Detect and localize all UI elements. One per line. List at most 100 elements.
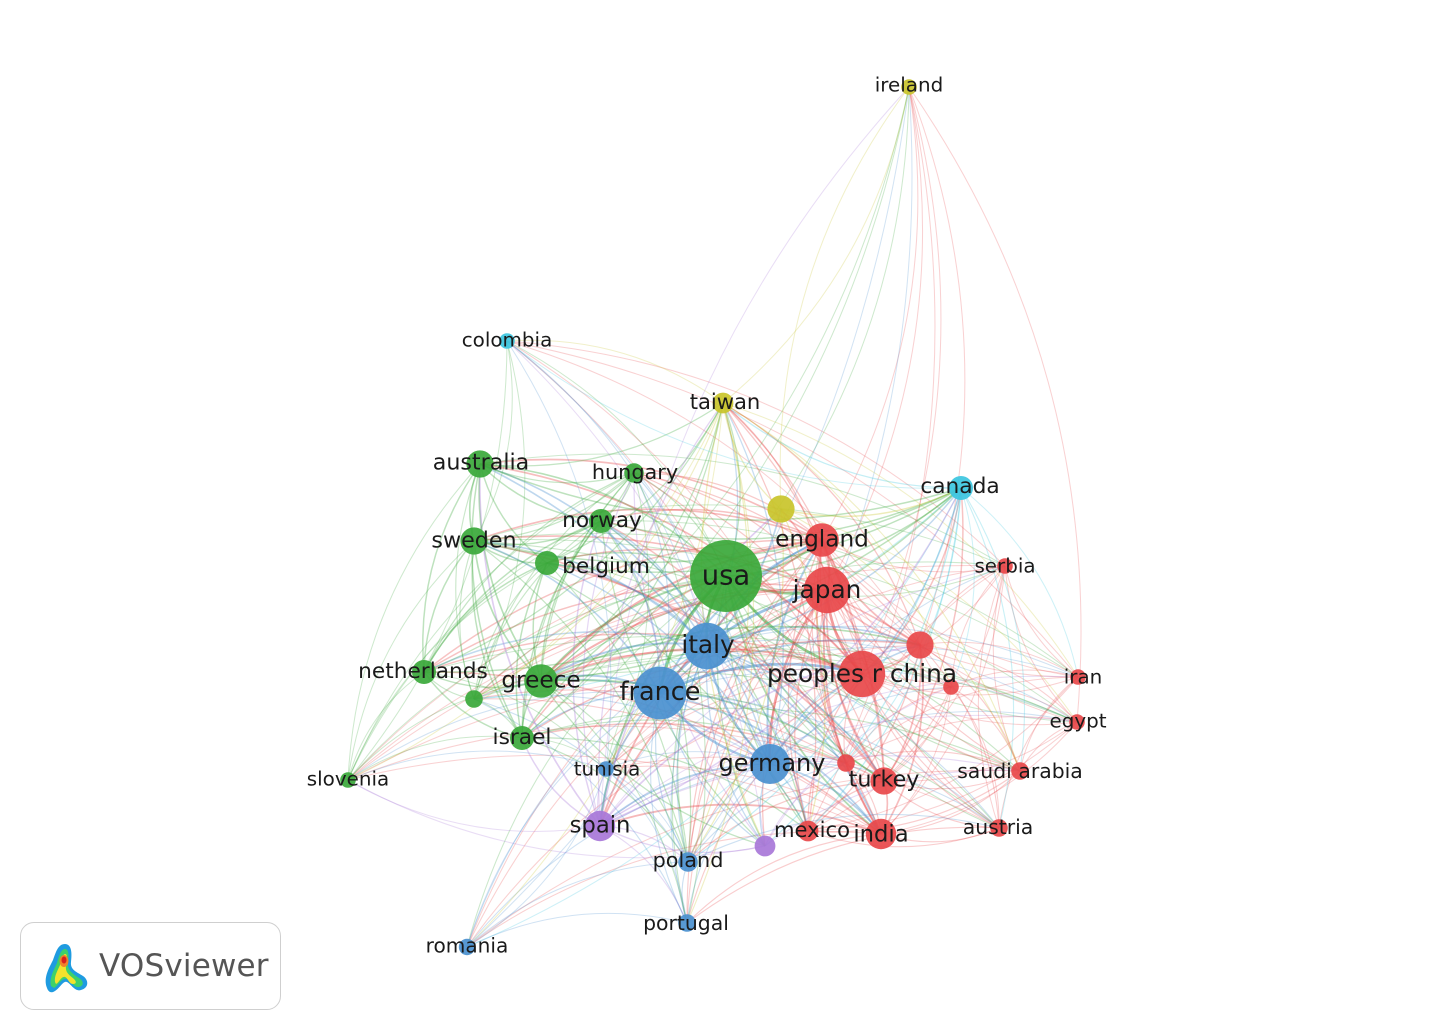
link-norway-canada [600, 487, 962, 540]
node-spain[interactable] [584, 810, 616, 842]
node-sweden[interactable] [460, 527, 488, 555]
link-turkey-egypt [883, 721, 1078, 782]
link-iran-colombia [506, 340, 1079, 678]
node-germany[interactable] [750, 744, 790, 784]
link-saudi_arabia-spain [599, 755, 1021, 827]
link-poland-unlabeled_yellow_1 [687, 508, 784, 863]
link-hungary-greece [540, 472, 635, 682]
node-iran[interactable] [1070, 669, 1086, 685]
link-greece-slovenia [347, 680, 542, 781]
link-israel-taiwan [521, 402, 724, 739]
link-romania-ireland [466, 86, 910, 948]
link-turkey-serbia [883, 565, 1006, 782]
node-mexico[interactable] [797, 820, 819, 842]
node-netherlands[interactable] [412, 660, 436, 684]
link-unlabeled_red_2-unlabeled_purple_1 [764, 686, 952, 847]
link-england-poland [687, 539, 823, 863]
link-peoples_r_china-egypt [861, 673, 1078, 726]
link-belgium-unlabeled_green_1 [473, 562, 548, 700]
link-austria-portugal [686, 826, 1000, 924]
link-iran-taiwan [722, 402, 1079, 678]
link-unlabeled_red_2-unlabeled_red_3 [845, 686, 952, 764]
node-greece[interactable] [524, 664, 558, 698]
link-norway-spain [572, 520, 602, 827]
node-peoples-r-china[interactable] [838, 650, 886, 698]
node-australia[interactable] [466, 450, 494, 478]
link-slovenia-unlabeled_purple_1 [347, 779, 766, 859]
label-peoples-r-china: peoples r china [767, 659, 957, 688]
link-poland-unlabeled_green_1 [473, 698, 689, 863]
link-serbia-slovenia [347, 564, 1006, 781]
node-slovenia[interactable] [340, 772, 356, 788]
label-greece: greece [501, 667, 580, 694]
label-germany: germany [719, 749, 826, 777]
node-unlabeled-purple-1[interactable] [754, 835, 776, 857]
node-italy[interactable] [683, 622, 731, 670]
node-austria[interactable] [990, 819, 1008, 837]
link-netherlands-israel [423, 671, 523, 739]
link-italy-australia [479, 463, 708, 647]
link-belgium-canada [546, 487, 962, 573]
node-belgium[interactable] [535, 551, 559, 575]
node-ireland[interactable] [901, 79, 917, 95]
node-unlabeled-green-1[interactable] [465, 690, 483, 708]
link-england-serbia [821, 539, 1006, 573]
link-serbia-greece [540, 561, 1006, 682]
node-saudi-arabia[interactable] [1011, 762, 1029, 780]
link-australia-spain [478, 463, 601, 827]
link-slovenia-spain [347, 779, 601, 833]
node-romania[interactable] [458, 938, 476, 956]
link-england-israel [521, 539, 823, 739]
link-egypt-greece [540, 650, 1078, 723]
node-unlabeled-red-1[interactable] [906, 631, 934, 659]
node-colombia[interactable] [499, 333, 515, 349]
node-france[interactable] [633, 666, 687, 720]
link-japan-unlabeled_purple_1 [761, 589, 828, 847]
link-taiwan-colombia [506, 339, 724, 404]
label-france: france [620, 677, 701, 707]
node-india[interactable] [865, 818, 897, 850]
node-unlabeled-red-3[interactable] [837, 754, 855, 772]
link-egypt-ireland [908, 86, 1082, 723]
node-norway[interactable] [589, 509, 613, 533]
link-mexico-unlabeled_yellow_1 [780, 508, 826, 832]
node-poland[interactable] [678, 852, 698, 872]
link-usa-unlabeled_purple_1 [716, 575, 766, 847]
link-mexico-canada [807, 487, 962, 832]
node-japan[interactable] [803, 566, 851, 614]
link-japan-ireland [826, 86, 924, 591]
label-spain: spain [570, 813, 631, 839]
label-israel: israel [493, 725, 552, 750]
node-israel[interactable] [510, 726, 534, 750]
node-serbia[interactable] [997, 558, 1013, 574]
node-usa[interactable] [690, 540, 762, 612]
link-japan-romania [466, 589, 828, 948]
node-unlabeled-yellow-1[interactable] [767, 495, 795, 523]
vosviewer-name: VOSviewer [99, 948, 269, 984]
link-austria-tunisia [605, 756, 1000, 829]
link-iran-austria [998, 676, 1079, 829]
node-hungary[interactable] [624, 463, 644, 483]
link-germany-canada [769, 487, 962, 765]
node-egypt[interactable] [1069, 714, 1085, 730]
node-portugal[interactable] [678, 914, 696, 932]
link-portugal-greece [540, 680, 688, 924]
node-unlabeled-red-2[interactable] [943, 679, 959, 695]
link-unlabeled_red_1-colombia [506, 340, 921, 646]
node-turkey[interactable] [870, 767, 898, 795]
link-france-portugal [650, 692, 688, 924]
link-turkey-greece [540, 679, 885, 782]
link-peoples_r_china-canada [861, 487, 962, 675]
link-egypt-italy [706, 639, 1078, 723]
link-saudi_arabia-unlabeled_red_2 [950, 686, 1021, 772]
link-serbia-spain [599, 565, 1006, 827]
link-mexico-italy [706, 645, 809, 832]
link-portugal-taiwan [686, 402, 755, 924]
link-iran-france [659, 646, 1079, 694]
node-canada[interactable] [949, 476, 973, 500]
node-taiwan[interactable] [712, 392, 734, 414]
node-england[interactable] [805, 523, 839, 557]
link-italy-unlabeled_purple_1 [705, 645, 766, 847]
node-tunisia[interactable] [598, 761, 614, 777]
node-layer [340, 79, 1086, 956]
